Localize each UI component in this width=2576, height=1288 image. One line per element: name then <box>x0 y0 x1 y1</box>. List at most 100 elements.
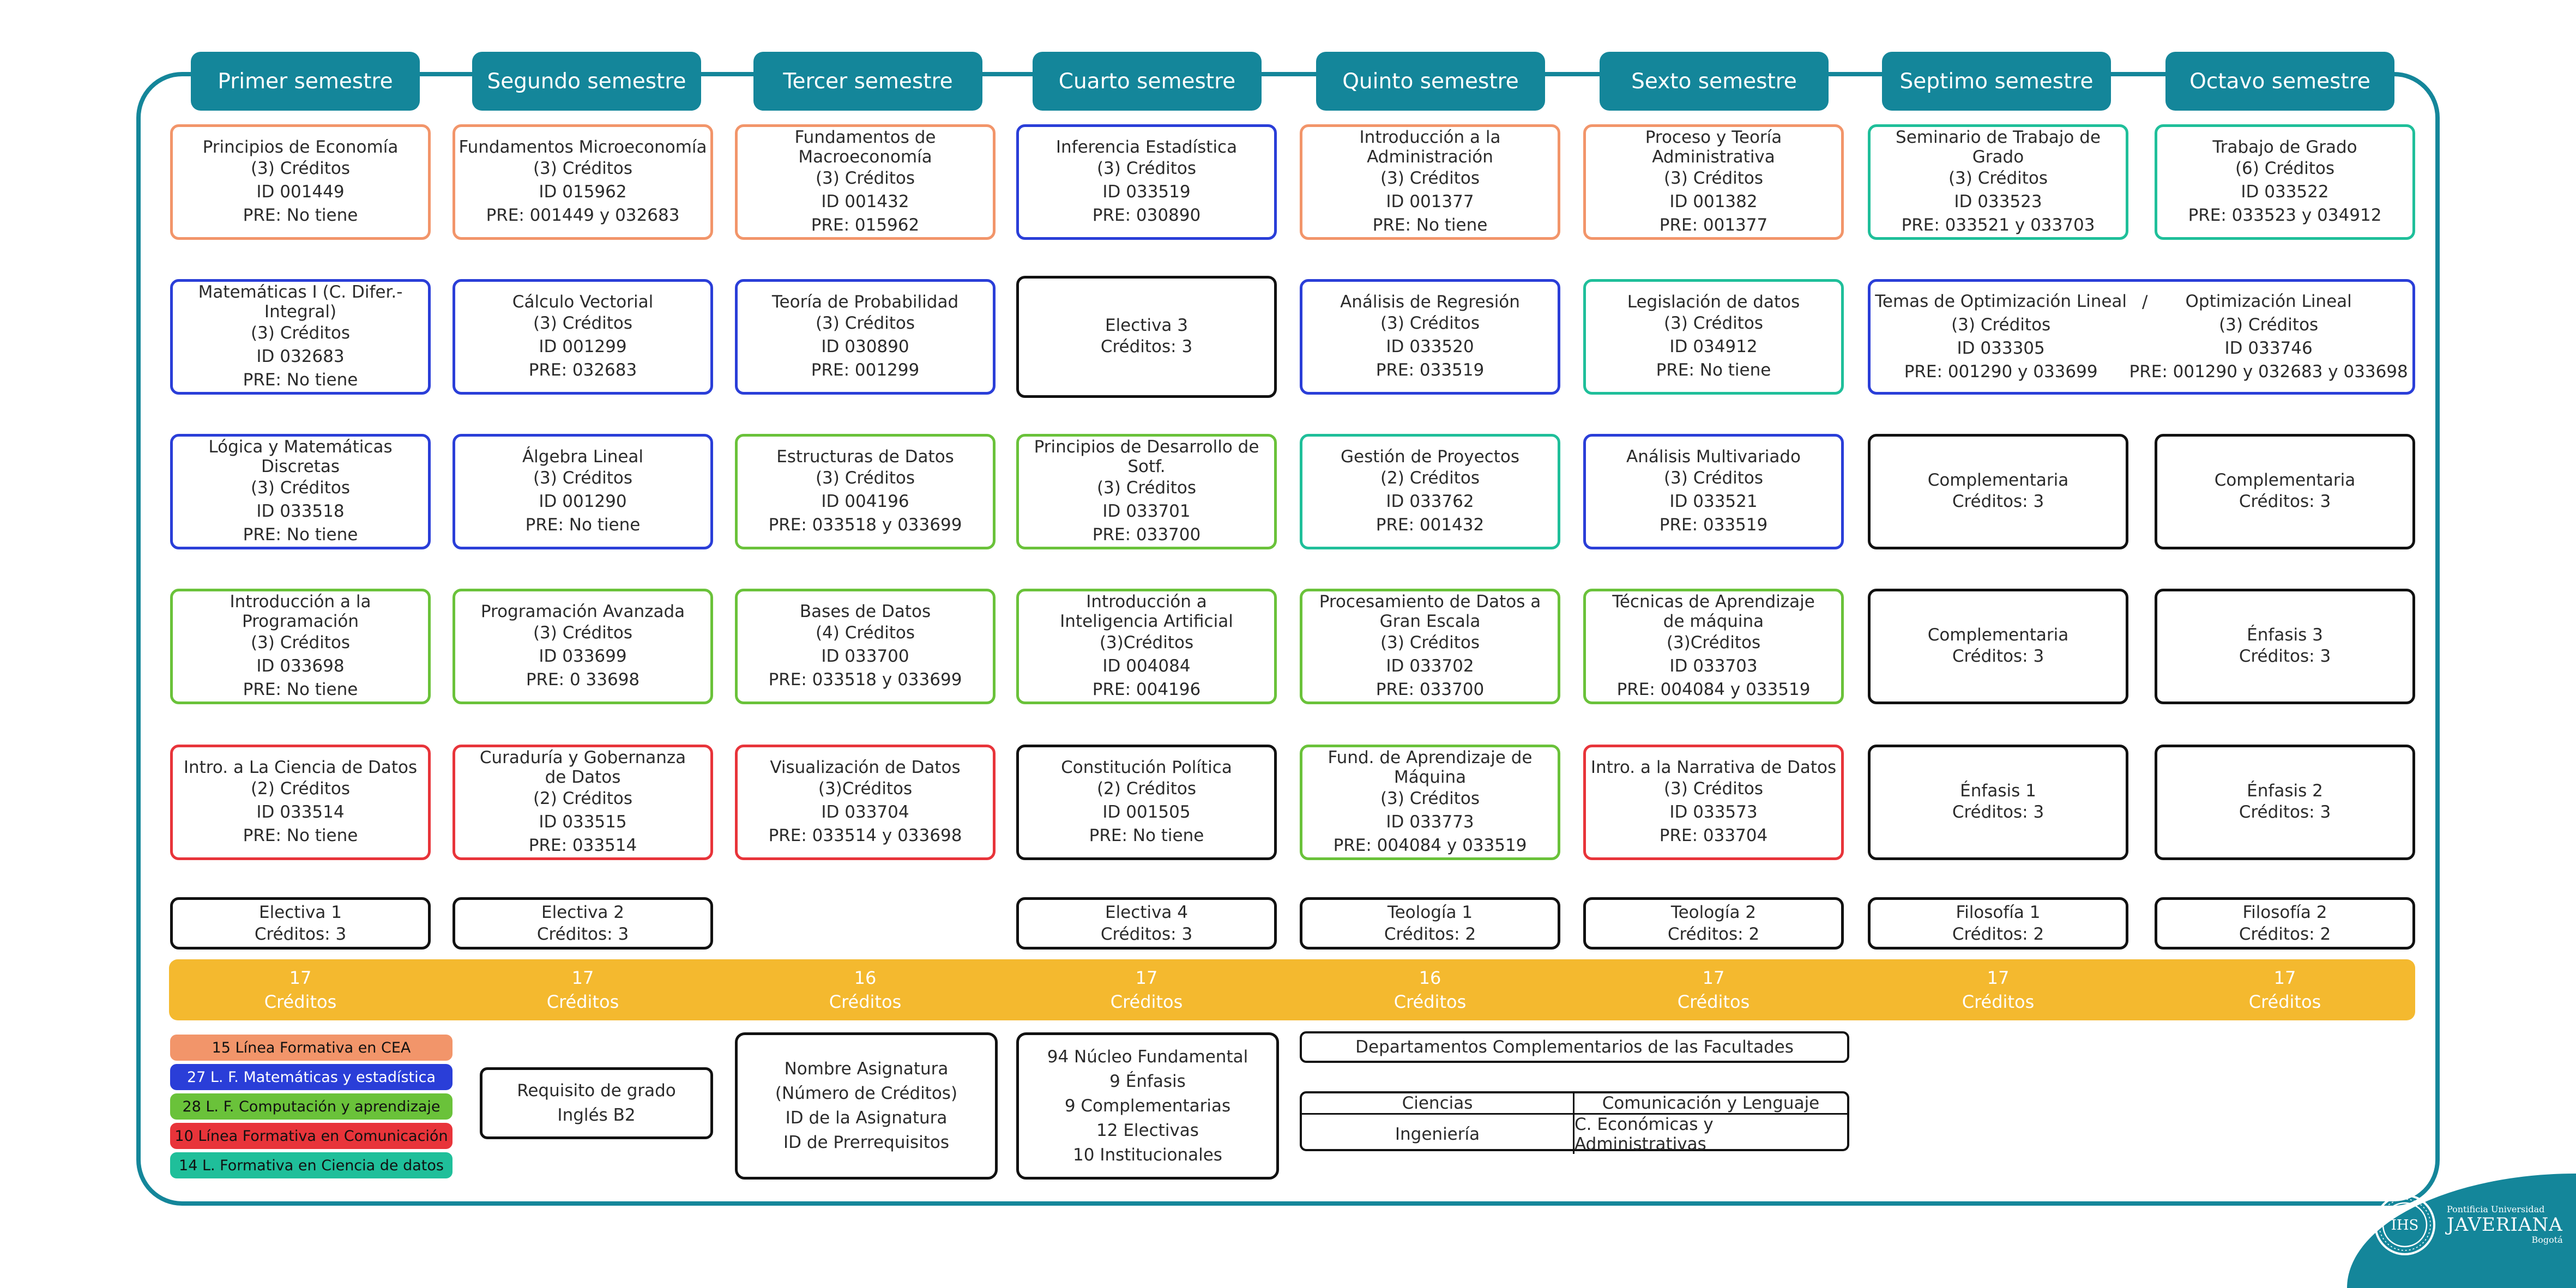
course-card[interactable]: Curaduría y Gobernanza de Datos (2) Créd… <box>453 745 713 860</box>
key-name: Nombre Asignatura <box>784 1059 949 1079</box>
course-id: ID 001432 <box>821 191 909 211</box>
course-prereq: PRE: No tiene <box>1656 360 1771 380</box>
departments-title: Departamentos Complementarios de las Fac… <box>1300 1031 1849 1063</box>
course-credits: Créditos: 2 <box>1667 924 1760 944</box>
course-prereq: PRE: 033704 <box>1659 825 1768 845</box>
emphasis-card[interactable]: Énfasis 1 Créditos: 3 <box>1868 745 2128 860</box>
course-prereq: PRE: 033514 <box>528 835 637 855</box>
course-card[interactable]: Principios de Desarrollo de Sotf. (3) Cr… <box>1016 434 1277 549</box>
course-credits: (3) Créditos <box>1663 168 1764 188</box>
course-credits: (3) Créditos <box>533 622 633 643</box>
institutional-card[interactable]: Teología 2 Créditos: 2 <box>1583 897 1844 950</box>
elective-card[interactable]: Electiva 1 Créditos: 3 <box>170 897 431 950</box>
option-a: Temas de Optimización Lineal (3) Crédito… <box>1875 290 2127 384</box>
course-card[interactable]: Álgebra Lineal (3) Créditos ID 001290 PR… <box>453 434 713 549</box>
course-card[interactable]: Análisis Multivariado (3) Créditos ID 03… <box>1583 434 1844 549</box>
course-prereq: PRE: 001290 y 033699 <box>1904 362 2098 382</box>
course-name: Trabajo de Grado <box>2212 137 2357 157</box>
course-credits: Créditos: 3 <box>254 924 347 944</box>
credit-totals-box: 94 Núcleo Fundamental 9 Énfasis 9 Comple… <box>1016 1032 1279 1180</box>
course-prereq: PRE: No tiene <box>243 524 358 545</box>
course-name: Análisis de Regresión <box>1340 292 1520 312</box>
course-name: Visualización de Datos <box>770 757 961 777</box>
key-credits: (Número de Créditos) <box>775 1084 958 1103</box>
course-card[interactable]: Introducción a la Administración (3) Cré… <box>1300 124 1560 240</box>
total-fundamental: 94 Núcleo Fundamental <box>1047 1047 1248 1067</box>
course-prereq: PRE: 001449 y 032683 <box>486 205 680 225</box>
course-prereq: PRE: 033519 <box>1659 515 1768 535</box>
total-emphasis: 9 Énfasis <box>1109 1071 1186 1091</box>
course-prereq: PRE: 033518 y 033699 <box>768 515 962 535</box>
course-card[interactable]: Procesamiento de Datos a Gran Escala (3)… <box>1300 589 1560 704</box>
course-name: Curaduría y Gobernanza de Datos <box>479 747 686 787</box>
logo-line: Pontificia Universidad <box>2447 1204 2545 1214</box>
course-card[interactable]: Trabajo de Grado (6) Créditos ID 033522 … <box>2155 124 2415 240</box>
optimization-choice-card[interactable]: Temas de Optimización Lineal (3) Crédito… <box>1868 279 2415 395</box>
course-card[interactable]: Gestión de Proyectos (2) Créditos ID 033… <box>1300 434 1560 549</box>
legend-computing: 28 L. F. Computación y aprendizaje <box>170 1093 453 1120</box>
course-prereq: PRE: No tiene <box>243 679 358 699</box>
course-card[interactable]: Constitución Política (2) Créditos ID 00… <box>1016 745 1277 860</box>
institutional-card[interactable]: Filosofía 2 Créditos: 2 <box>2155 897 2415 950</box>
course-card[interactable]: Intro. a La Ciencia de Datos (2) Crédito… <box>170 745 431 860</box>
course-id: ID 033514 <box>256 802 345 822</box>
course-card[interactable]: Inferencia Estadística (3) Créditos ID 0… <box>1016 124 1277 240</box>
course-name: Estructuras de Datos <box>776 446 954 467</box>
course-id: ID 004196 <box>821 491 909 511</box>
elective-card[interactable]: Electiva 3 Créditos: 3 <box>1016 276 1277 398</box>
emphasis-card[interactable]: Énfasis 3 Créditos: 3 <box>2155 589 2415 704</box>
elective-card[interactable]: Electiva 2 Créditos: 3 <box>453 897 713 950</box>
institutional-card[interactable]: Teología 1 Créditos: 2 <box>1300 897 1560 950</box>
course-credits: Créditos: 3 <box>536 924 629 944</box>
course-credits: (3) Créditos <box>1948 168 2048 188</box>
semester-header-5: Quinto semestre <box>1316 52 1545 111</box>
course-card[interactable]: Análisis de Regresión (3) Créditos ID 03… <box>1300 279 1560 395</box>
course-card[interactable]: Estructuras de Datos (3) Créditos ID 004… <box>735 434 996 549</box>
course-card[interactable]: Bases de Datos (4) Créditos ID 033700 PR… <box>735 589 996 704</box>
course-credits: (3) Créditos <box>1663 313 1764 333</box>
course-id: ID 033519 <box>1102 182 1191 202</box>
dept-cell: Comunicación y Lenguaje <box>1574 1093 1847 1115</box>
course-card[interactable]: Introducción a la Programación (3) Crédi… <box>170 589 431 704</box>
course-name: Bases de Datos <box>799 601 931 621</box>
course-prereq: PRE: 001290 y 032683 y 033698 <box>2129 362 2408 382</box>
complementary-card[interactable]: Complementaria Créditos: 3 <box>2155 434 2415 549</box>
course-credits: (2) Créditos <box>1380 468 1480 488</box>
course-card[interactable]: Proceso y Teoría Administrativa (3) Créd… <box>1583 124 1844 240</box>
course-id: ID 033703 <box>1669 656 1758 676</box>
course-credits: (3) Créditos <box>250 632 351 652</box>
course-id: ID 033518 <box>256 501 345 521</box>
institutional-card[interactable]: Filosofía 1 Créditos: 2 <box>1868 897 2128 950</box>
course-card[interactable]: Fund. de Aprendizaje de Máquina (3) Créd… <box>1300 745 1560 860</box>
course-name: Principios de Desarrollo de Sotf. <box>1034 437 1259 476</box>
course-card[interactable]: Matemáticas I (C. Difer.-Integral) (3) C… <box>170 279 431 395</box>
course-credits: (3) Créditos <box>1380 788 1480 808</box>
course-card[interactable]: Teoría de Probabilidad (3) Créditos ID 0… <box>735 279 996 395</box>
course-credits: (3)Créditos <box>818 778 913 799</box>
course-card[interactable]: Lógica y Matemáticas Discretas (3) Crédi… <box>170 434 431 549</box>
course-card[interactable]: Visualización de Datos (3)Créditos ID 03… <box>735 745 996 860</box>
course-card[interactable]: Técnicas de Aprendizaje de máquina (3)Cr… <box>1583 589 1844 704</box>
course-card[interactable]: Intro. a la Narrativa de Datos (3) Crédi… <box>1583 745 1844 860</box>
course-card[interactable]: Principios de Economía (3) Créditos ID 0… <box>170 124 431 240</box>
course-prereq: PRE: No tiene <box>243 370 358 390</box>
course-card[interactable]: Programación Avanzada (3) Créditos ID 03… <box>453 589 713 704</box>
elective-card[interactable]: Electiva 4 Créditos: 3 <box>1016 897 1277 950</box>
course-card[interactable]: Cálculo Vectorial (3) Créditos ID 001299… <box>453 279 713 395</box>
complementary-card[interactable]: Complementaria Créditos: 3 <box>1868 434 2128 549</box>
course-name: Teología 1 <box>1387 903 1473 922</box>
emphasis-card[interactable]: Énfasis 2 Créditos: 3 <box>2155 745 2415 860</box>
dept-cell: Ingeniería <box>1302 1115 1574 1154</box>
course-card[interactable]: Fundamentos de Macroeconomía (3) Crédito… <box>735 124 996 240</box>
course-name: Principios de Economía <box>202 137 399 157</box>
course-card[interactable]: Introducción a Inteligencia Artificial (… <box>1016 589 1277 704</box>
course-name: Procesamiento de Datos a Gran Escala <box>1319 591 1541 631</box>
course-id: ID 033698 <box>256 656 345 676</box>
course-card[interactable]: Legislación de datos (3) Créditos ID 034… <box>1583 279 1844 395</box>
complementary-card[interactable]: Complementaria Créditos: 3 <box>1868 589 2128 704</box>
course-card[interactable]: Fundamentos Microeconomía (3) Créditos I… <box>453 124 713 240</box>
course-credits: (6) Créditos <box>2235 158 2335 178</box>
course-card[interactable]: Seminario de Trabajo de Grado (3) Crédit… <box>1868 124 2128 240</box>
